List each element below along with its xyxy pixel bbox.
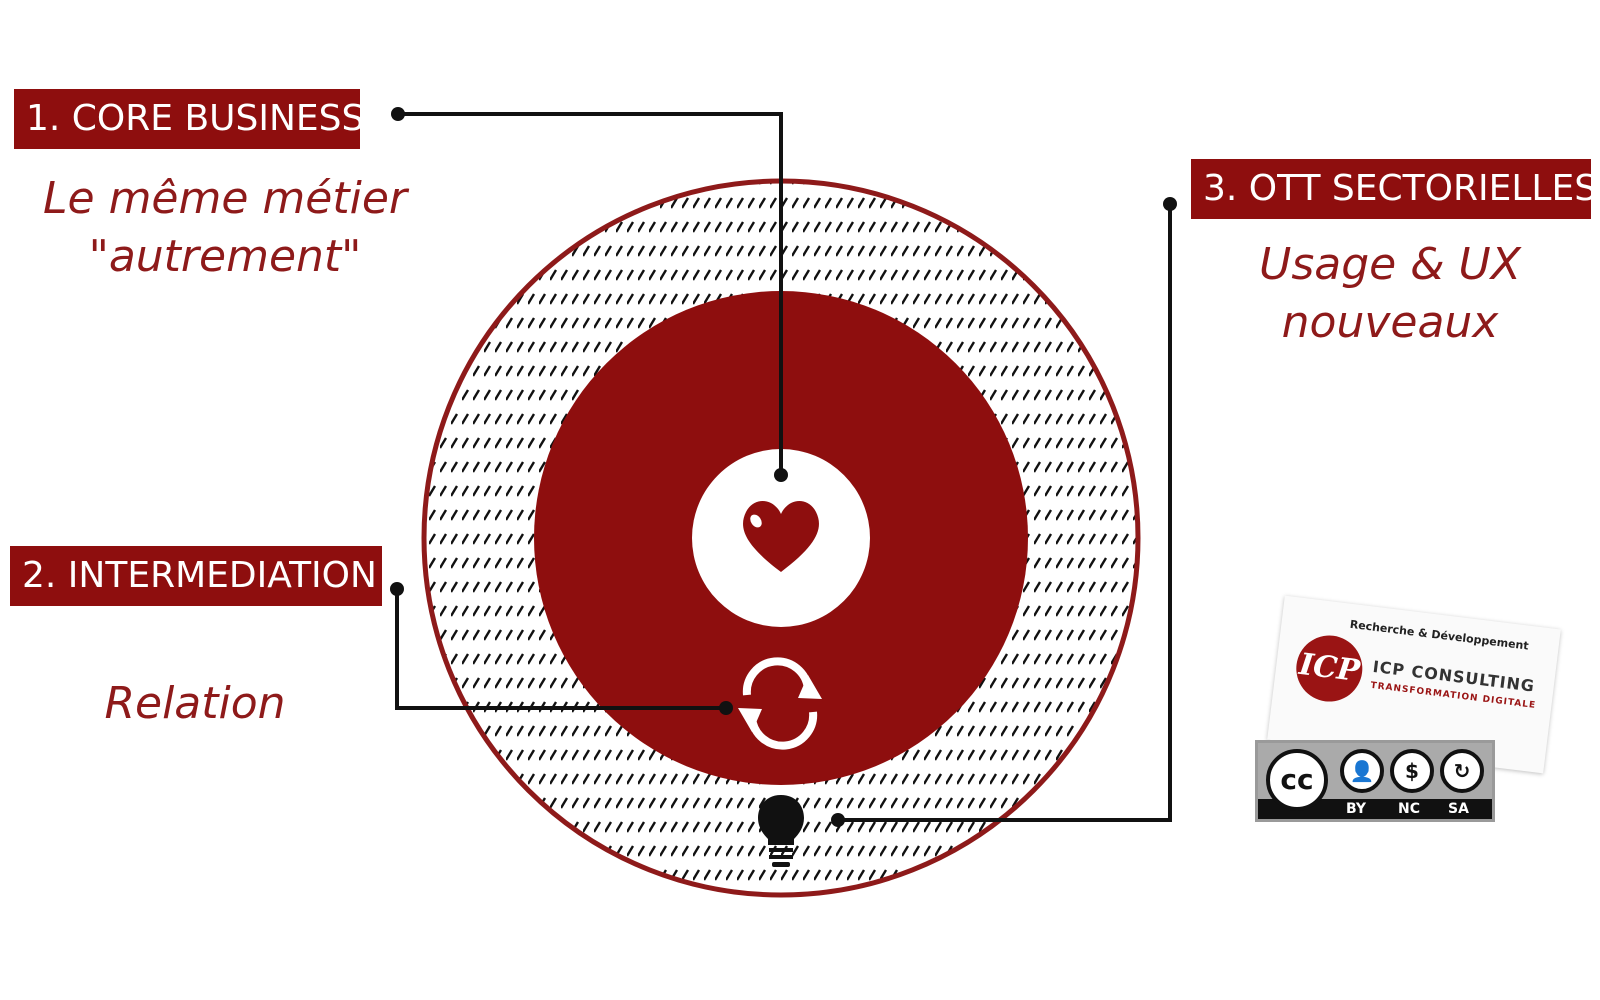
cc-license-badge: cc 👤 $ ↻ BY NC SA [1255,740,1495,822]
connector-ott [831,197,1177,827]
subtitle-line: Le même métier [43,173,407,224]
lightbulb-icon [758,795,804,867]
connector-core-business [391,107,788,482]
refresh-icon [738,657,822,750]
cc-by-label: BY [1346,801,1367,817]
subtitle-line: Relation [104,678,286,729]
connector-intermediation [390,582,733,715]
cc-icon: cc [1266,749,1328,811]
cc-sa-label: SA [1448,801,1469,817]
cc-nc-label: NC [1398,801,1420,817]
label-core-business: 1. CORE BUSINESS [14,89,364,149]
subtitle-core-business: Le même métier "autrement" [20,170,430,286]
subtitle-line: nouveaux [1281,297,1499,348]
heart-icon [743,500,819,572]
icp-logo: ICP [1292,631,1367,706]
subtitle-intermediation: Relation [60,675,330,733]
subtitle-ott-sectorielles: Usage & UX nouveaux [1200,236,1580,352]
label-intermediation: 2. INTERMEDIATION [10,546,382,606]
rd-card-title: Recherche & Développement [1349,617,1530,653]
label-ott-sectorielles: 3. OTT SECTORIELLES [1191,159,1597,219]
cc-sa-icon: ↻ [1440,749,1484,793]
subtitle-line: Usage & UX [1259,239,1521,290]
cc-by-icon: 👤 [1340,749,1384,793]
cc-nc-icon: $ [1390,749,1434,793]
subtitle-line: "autrement" [88,231,362,282]
